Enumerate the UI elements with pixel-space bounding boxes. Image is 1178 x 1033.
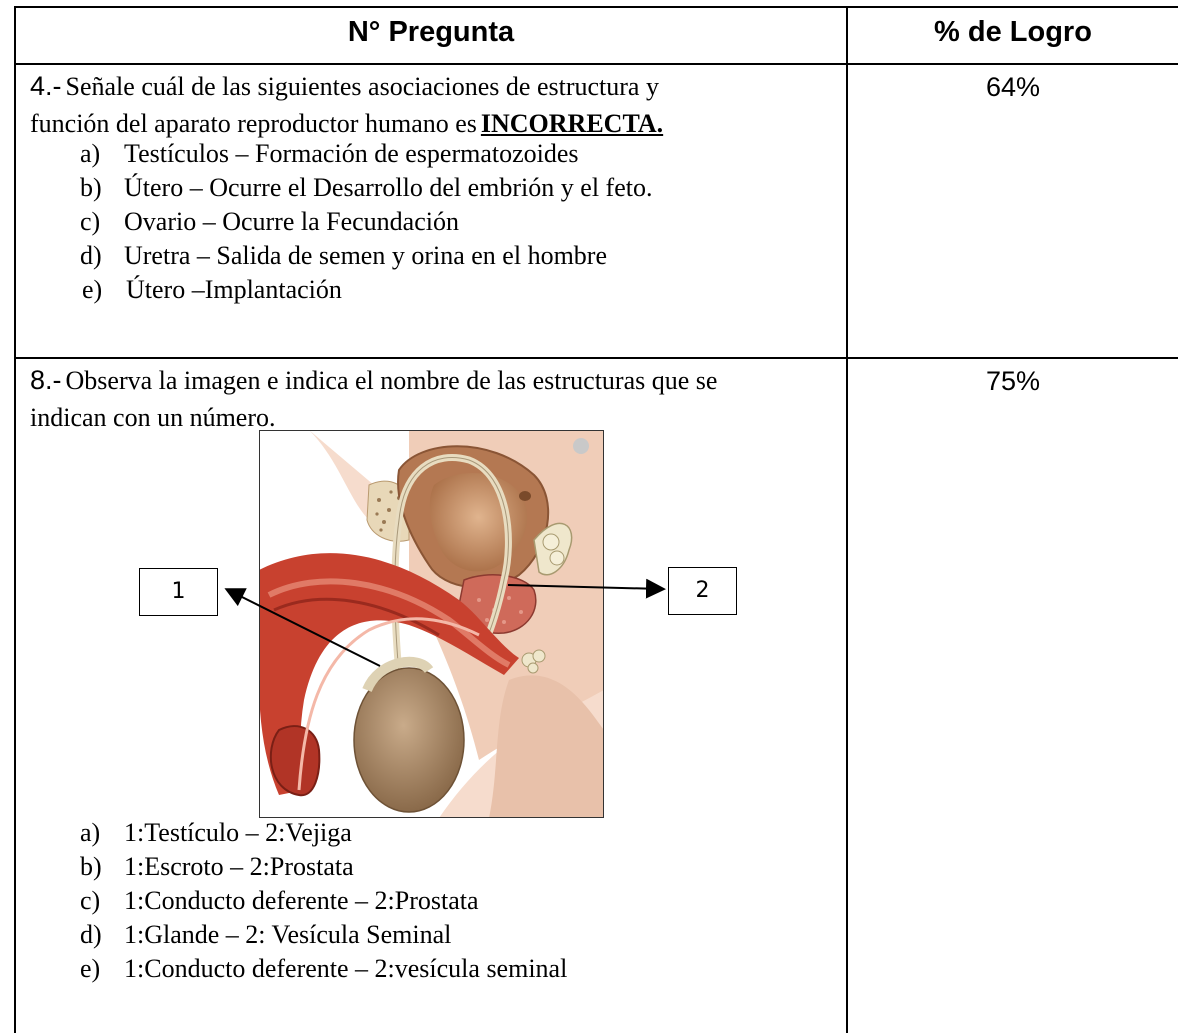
question-number: 4.- [30,71,62,101]
option-letter: e) [82,275,103,304]
option-c: c) 1:Conducto deferente – 2:Prostata [80,884,479,918]
option-text: Útero –Implantación [126,275,342,304]
option-letter: b) [80,852,102,881]
option-text: Uretra – Salida de semen y orina en el h… [124,241,607,270]
header-bottom-border [14,63,1178,65]
achievement-q8: 75% [985,366,1041,396]
table-top-border [14,6,1178,8]
option-d: d) Uretra – Salida de semen y orina en el… [80,239,607,273]
option-a: a) 1:Testículo – 2:Vejiga [80,816,352,850]
option-text: Útero – Ocurre el Desarrollo del embrión… [124,173,653,202]
option-e: e) Útero –Implantación [82,273,342,307]
question-keyword: INCORRECTA. [480,109,664,138]
option-text: 1:Conducto deferente – 2:Prostata [124,886,479,915]
anatomy-illustration [259,430,604,818]
option-text: Testículos – Formación de espermatozoide… [124,139,579,168]
question-number: 8.- [30,365,62,395]
question-text-line2: indican con un número. [30,403,276,432]
option-b: b) Útero – Ocurre el Desarrollo del embri… [80,171,652,205]
question-text-line1: Observa la imagen e indica el nombre de … [65,366,718,395]
figure-label-2: 2 [668,567,737,615]
option-b: b) 1:Escroto – 2:Prostata [80,850,354,884]
option-c: c) Ovario – Ocurre la Fecundación [80,205,459,239]
option-letter: d) [80,241,102,270]
table-left-border [14,6,16,1033]
option-text: 1:Conducto deferente – 2:vesícula semina… [124,954,568,983]
option-letter: c) [80,886,101,915]
achievement-q4: 64% [985,72,1041,102]
option-d: d) 1:Glande – 2: Vesícula Seminal [80,918,451,952]
header-achievement: % de Logro [934,16,1092,48]
row1-bottom-border [14,357,1178,359]
question-text-line1: Señale cuál de las siguientes asociacion… [65,72,659,101]
header-question: N° Pregunta [347,16,515,48]
arrow-to-label-1 [224,588,381,667]
option-letter: b) [80,173,102,202]
arrow-to-label-2 [507,578,666,599]
question-4-stem: 4.- Señale cuál de las siguientes asocia… [30,70,830,144]
option-letter: d) [80,920,102,949]
option-letter: a) [80,818,101,847]
option-a: a) Testículos – Formación de espermatozoi… [80,137,579,171]
question-8-stem: 8.- Observa la imagen e indica el nombre… [30,364,830,438]
option-letter: a) [80,139,101,168]
option-e: e) 1:Conducto deferente – 2:vesícula semi… [80,952,567,986]
option-text: 1:Glande – 2: Vesícula Seminal [124,920,452,949]
option-letter: c) [80,207,101,236]
column-divider [846,6,848,1033]
option-text: 1:Escroto – 2:Prostata [124,852,354,881]
option-text: Ovario – Ocurre la Fecundación [124,207,459,236]
option-text: 1:Testículo – 2:Vejiga [124,818,352,847]
figure-label-1: 1 [139,568,218,616]
question-text-line2: función del aparato reproductor humano e… [30,109,477,138]
option-letter: e) [80,954,101,983]
